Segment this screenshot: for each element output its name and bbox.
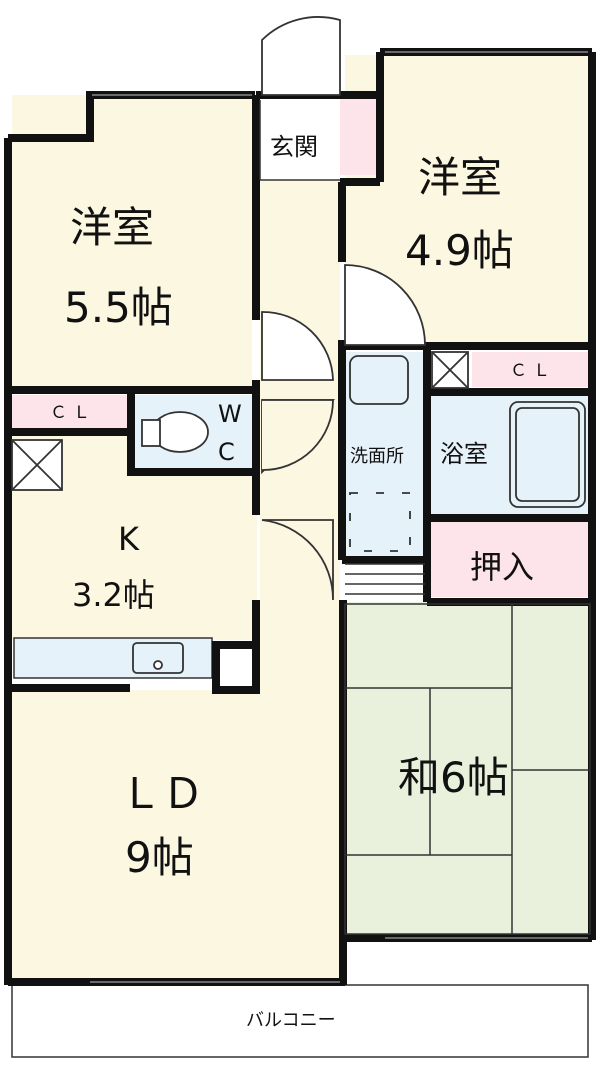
washer-space bbox=[349, 492, 411, 552]
fixtures bbox=[11, 351, 586, 674]
western-room-2-name: 洋室 bbox=[418, 153, 502, 202]
ld-floor-upper bbox=[260, 600, 342, 700]
toilet-w-label: W bbox=[218, 400, 242, 428]
entrance-door bbox=[261, 16, 341, 96]
walls bbox=[4, 48, 596, 986]
balcony-outline bbox=[11, 984, 589, 1058]
storage-label: 押入 bbox=[470, 548, 534, 586]
bathtub-inner bbox=[515, 407, 580, 502]
western-room-1-name: 洋室 bbox=[70, 203, 154, 252]
toilet-tank bbox=[141, 419, 161, 447]
entrance-pink bbox=[340, 95, 378, 175]
western-room-1-floor bbox=[12, 95, 252, 388]
kitchen-size: 3.2帖 bbox=[72, 576, 155, 614]
japanese-room-label: 和6帖 bbox=[398, 753, 509, 802]
toilet-door-arc bbox=[261, 399, 334, 471]
balcony-label: バルコニー bbox=[246, 1010, 336, 1031]
storage-fill bbox=[430, 522, 590, 597]
kitchen-sink bbox=[132, 642, 184, 674]
closet-2-label: ＣＬ bbox=[510, 361, 556, 381]
doors bbox=[261, 16, 426, 601]
ld-size: 9帖 bbox=[125, 833, 194, 882]
room1-door bbox=[261, 311, 334, 381]
bath-label: 浴室 bbox=[440, 440, 488, 468]
closet-2-fill bbox=[472, 352, 590, 387]
japanese-room-fill bbox=[345, 602, 590, 934]
kitchen-name: K bbox=[118, 520, 140, 558]
thin-lines bbox=[90, 51, 591, 983]
closet-1-fill bbox=[12, 395, 127, 430]
kitchen-door bbox=[261, 519, 334, 601]
western-room-2-size: 4.9帖 bbox=[405, 226, 514, 275]
entrance-label: 玄関 bbox=[270, 133, 318, 161]
closet-1-label: ＣＬ bbox=[50, 403, 96, 423]
western-room-1-size: 5.5帖 bbox=[64, 283, 173, 332]
ld-name: ＬＤ bbox=[120, 769, 204, 818]
toilet-c-label: C bbox=[218, 438, 235, 466]
ld-floor bbox=[12, 690, 342, 978]
wash-basin bbox=[349, 355, 409, 405]
room2-door bbox=[344, 264, 426, 346]
washroom-label: 洗面所 bbox=[350, 446, 404, 467]
